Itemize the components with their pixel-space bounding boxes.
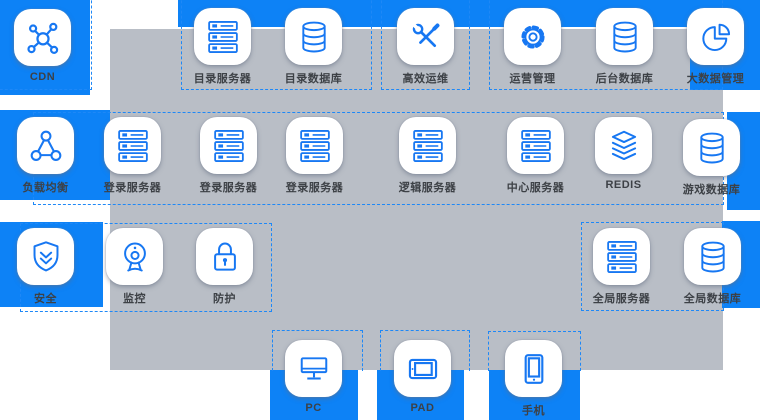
node-label: PAD xyxy=(410,402,435,414)
diagram-canvas-background xyxy=(110,29,723,370)
server-icon xyxy=(213,129,244,162)
login-server-1-tile xyxy=(104,117,161,174)
node-monitoring: 监控 xyxy=(106,228,163,305)
load-balancer-tile xyxy=(17,117,74,174)
camera-icon xyxy=(123,242,146,271)
server-icon xyxy=(412,129,443,162)
monitor-icon xyxy=(300,356,327,380)
node-directory-database: 目录数据库 xyxy=(285,8,342,85)
node-ops-tools: 高效运维 xyxy=(397,8,454,85)
server-icon xyxy=(606,240,637,273)
database-icon xyxy=(612,21,637,52)
node-label: 大数据管理 xyxy=(686,73,745,85)
node-label: 负载均衡 xyxy=(22,182,69,194)
node-label: 后台数据库 xyxy=(595,73,654,85)
database-icon xyxy=(699,132,724,163)
bigdata-management-tile xyxy=(687,8,744,65)
node-bigdata-management: 大数据管理 xyxy=(687,8,744,85)
node-label: 手机 xyxy=(522,405,545,417)
node-pc: PC xyxy=(285,340,342,414)
node-label: 登录服务器 xyxy=(285,182,344,194)
security-tile xyxy=(17,228,74,285)
group-ops-tools xyxy=(381,0,470,90)
node-label: 全局数据库 xyxy=(683,293,742,305)
node-label: 防护 xyxy=(213,293,236,305)
node-label: 逻辑服务器 xyxy=(398,182,457,194)
pie-icon xyxy=(701,23,730,51)
group-pc xyxy=(272,330,363,371)
node-label: 高效运维 xyxy=(402,73,449,85)
pc-tile xyxy=(285,340,342,397)
directory-database-tile xyxy=(285,8,342,65)
database-icon xyxy=(301,21,326,52)
login-server-3-tile xyxy=(286,117,343,174)
server-icon xyxy=(117,129,148,162)
node-backend-database: 后台数据库 xyxy=(596,8,653,85)
node-pad: PAD xyxy=(394,340,451,414)
shield-icon xyxy=(33,240,58,271)
phone-icon xyxy=(524,353,543,384)
node-label: 运营管理 xyxy=(509,73,556,85)
server-icon xyxy=(299,129,330,162)
lock-icon xyxy=(213,242,236,271)
global-server-tile xyxy=(593,228,650,285)
game-database-tile xyxy=(683,119,740,176)
group-directory xyxy=(181,0,372,90)
backend-database-tile xyxy=(596,8,653,65)
tools-icon xyxy=(411,22,439,47)
monitoring-tile xyxy=(106,228,163,285)
operations-management-tile xyxy=(504,8,561,65)
group-pad xyxy=(380,330,470,371)
redis-tile xyxy=(595,117,652,174)
node-game-database: 游戏数据库 xyxy=(683,119,740,196)
node-logic-server: 逻辑服务器 xyxy=(399,117,456,194)
ops-tools-tile xyxy=(397,8,454,65)
node-label: 监控 xyxy=(123,293,146,305)
node-security: 安全 xyxy=(17,228,74,305)
center-server-tile xyxy=(507,117,564,174)
group-cdn xyxy=(0,0,92,90)
node-label: 目录数据库 xyxy=(284,73,343,85)
node-cdn: CDN xyxy=(14,9,71,83)
mobile-tile xyxy=(505,340,562,397)
node-directory-server: 目录服务器 xyxy=(194,8,251,85)
node-login-server-2: 登录服务器 xyxy=(200,117,257,194)
gear-icon xyxy=(520,24,545,49)
logic-server-tile xyxy=(399,117,456,174)
node-global-server: 全局服务器 xyxy=(593,228,650,305)
global-database-tile xyxy=(684,228,741,285)
group-phone xyxy=(488,331,581,371)
node-mobile: 手机 xyxy=(505,340,562,417)
node-label: 游戏数据库 xyxy=(682,184,741,196)
node-label: 中心服务器 xyxy=(506,182,565,194)
cdn-tile xyxy=(14,9,71,66)
cdn-icon xyxy=(26,22,58,54)
cluster-icon xyxy=(30,130,61,161)
node-load-balancer: 负载均衡 xyxy=(17,117,74,194)
redis-icon xyxy=(611,130,636,160)
node-login-server-1: 登录服务器 xyxy=(104,117,161,194)
node-global-database: 全局数据库 xyxy=(684,228,741,305)
node-label: 登录服务器 xyxy=(103,182,162,194)
node-login-server-3: 登录服务器 xyxy=(286,117,343,194)
database-icon xyxy=(700,241,725,272)
node-label: 安全 xyxy=(34,293,57,305)
login-server-2-tile xyxy=(200,117,257,174)
server-icon xyxy=(207,20,238,53)
node-label: 登录服务器 xyxy=(199,182,258,194)
node-center-server: 中心服务器 xyxy=(507,117,564,194)
node-label: CDN xyxy=(29,71,56,83)
pad-tile xyxy=(394,340,451,397)
node-label: REDIS xyxy=(605,179,642,191)
node-operations-management: 运营管理 xyxy=(504,8,561,85)
server-icon xyxy=(520,129,551,162)
protection-tile xyxy=(196,228,253,285)
node-label: 目录服务器 xyxy=(193,73,252,85)
tablet-icon xyxy=(408,358,437,379)
node-protection: 防护 xyxy=(196,228,253,305)
node-redis: REDIS xyxy=(595,117,652,191)
node-label: PC xyxy=(305,402,322,414)
directory-server-tile xyxy=(194,8,251,65)
node-label: 全局服务器 xyxy=(592,293,651,305)
